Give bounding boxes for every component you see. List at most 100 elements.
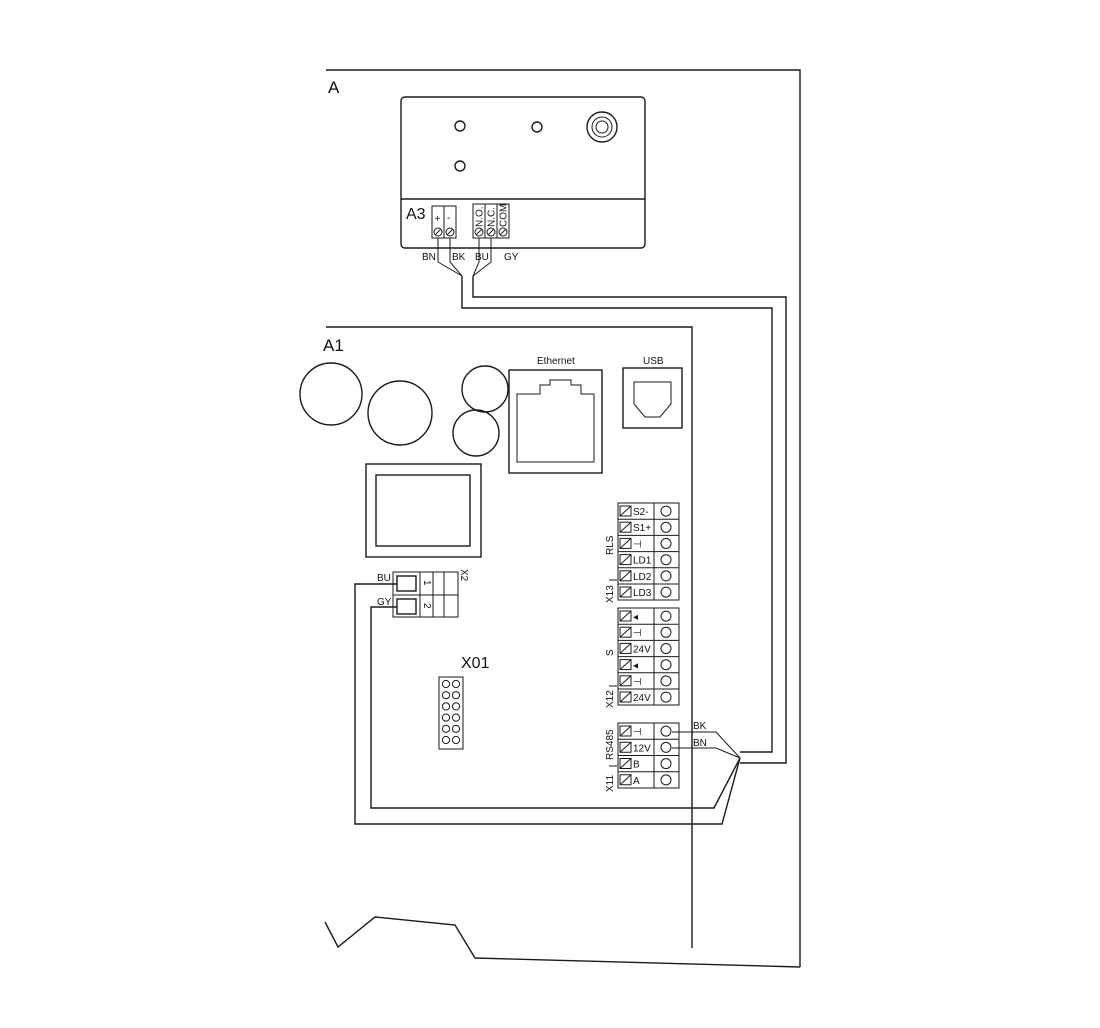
terminal-screw-icon — [660, 554, 672, 566]
a3-terminal-minus: - — [447, 213, 450, 224]
x12-label: X12 — [605, 690, 616, 708]
rs485-wire-bn: BN — [693, 738, 707, 749]
rs485-rows: ⊣ 12V BA — [618, 725, 679, 787]
terminal-screw-icon — [660, 774, 672, 786]
rj45-socket-icon — [516, 379, 595, 463]
header-pin-icon — [441, 713, 451, 722]
header-pin-icon — [451, 702, 461, 711]
rls-terminal-label: LD3 — [633, 588, 652, 599]
screw-clamp-icon — [619, 610, 632, 622]
terminal-screw-icon — [660, 741, 672, 753]
capacitor-icon — [367, 380, 433, 446]
screw-clamp-icon — [619, 570, 632, 582]
header-pin-icon — [451, 713, 461, 722]
a3-terminal-com: COM — [499, 204, 510, 227]
header-x01: X01 — [438, 655, 490, 750]
cable-x2-to-rs485 — [354, 583, 741, 825]
screw-clamp-icon — [619, 774, 632, 786]
wire-label-bn: BN — [422, 252, 436, 263]
rs485-terminal-label: B — [633, 760, 640, 771]
rs485-terminal-label: 12V — [633, 743, 651, 754]
rls-label: RLS — [605, 535, 616, 555]
wire-label-bk: BK — [452, 252, 466, 263]
connector-x2: 1 2 X2 BU GY — [377, 569, 469, 618]
led-indicator-icon — [454, 160, 466, 172]
terminal-screw-icon — [660, 505, 672, 517]
s-terminal-label: ◂ — [633, 661, 638, 672]
led-indicator-icon — [531, 121, 543, 133]
screw-clamp-icon — [619, 626, 632, 638]
s-terminal-label: 24V — [633, 693, 651, 704]
terminal-screw-icon — [660, 570, 672, 582]
x2-wire-bu: BU — [377, 573, 391, 584]
usb-b-socket-icon — [633, 381, 672, 418]
a3-terminal-no: N.O. — [475, 206, 486, 227]
terminal-screw-icon — [660, 758, 672, 770]
s-terminal-label: ◂ — [633, 612, 638, 623]
a3-relay-terminal-block: N.O. N.C. COM — [472, 203, 510, 239]
a3-power-terminal-block: + - — [431, 205, 457, 239]
terminal-screw-icon — [660, 659, 672, 671]
usb-label: USB — [643, 356, 664, 367]
header-pin-icon — [451, 691, 461, 700]
header-pin-icon — [441, 735, 451, 745]
usb-port-outline — [622, 367, 683, 429]
screw-clamp-icon — [619, 741, 632, 753]
terminal-screw-icon — [660, 626, 672, 638]
board-a1: A 1 Ethernet USB — [299, 326, 741, 948]
x2-pin-1: 1 — [421, 580, 432, 586]
wire-label-bu: BU — [475, 252, 489, 263]
x2-label: X2 — [458, 569, 469, 582]
screw-clamp-icon — [619, 642, 632, 654]
capacitor-icon — [461, 365, 509, 413]
usb-port: USB — [622, 356, 683, 429]
s-terminal-label: ⊣ — [633, 628, 642, 639]
terminal-screw-icon — [660, 610, 672, 622]
capacitor-icon — [299, 362, 363, 426]
capacitor-icon — [452, 409, 500, 457]
screw-clamp-icon — [619, 659, 632, 671]
buzzer-icon — [586, 111, 618, 143]
header-pin-icon — [451, 679, 461, 689]
enclosure-a: A — [324, 69, 801, 968]
screw-clamp-icon — [619, 521, 632, 533]
s-rows: ◂ ⊣ 24V ◂ ⊣ 24V — [618, 610, 679, 704]
screw-clamp-icon — [619, 505, 632, 517]
rs485-terminal-label: ⊣ — [633, 727, 642, 738]
a3-housing — [400, 96, 646, 249]
a3-terminal-nc: N.C. — [487, 207, 498, 227]
header-pin-icon — [441, 702, 451, 711]
screw-clamp-icon — [619, 675, 632, 687]
s-terminal-label: 24V — [633, 644, 651, 655]
rls-terminal-label: LD1 — [633, 556, 652, 567]
a3-wire-stubs: BN BK BU GY — [422, 238, 519, 277]
terminal-screw-icon — [660, 643, 672, 654]
ethernet-label: Ethernet — [537, 356, 575, 367]
screw-clamp-icon — [619, 691, 632, 703]
x13-label: X13 — [605, 585, 616, 603]
header-pin-icon — [451, 724, 461, 733]
screw-clamp-icon — [619, 586, 632, 598]
terminal-screw-icon — [660, 586, 672, 598]
rls-terminal-label: S1+ — [633, 523, 651, 534]
screw-clamp-icon — [619, 537, 632, 549]
ethernet-port-outline — [508, 369, 603, 474]
rs485-terminal-label: A — [633, 776, 640, 787]
enclosure-a-label: A — [328, 78, 340, 97]
header-pin-icon — [441, 691, 451, 700]
ethernet-port: Ethernet — [508, 356, 603, 474]
header-pin-icon — [441, 679, 451, 689]
screw-clamp-icon — [619, 725, 632, 737]
terminal-screw-icon — [660, 675, 672, 687]
s-terminal-label: ⊣ — [633, 677, 642, 688]
cable-a3-to-rs485 — [461, 276, 787, 764]
terminal-screw-icon — [660, 691, 672, 703]
terminal-screw-icon — [660, 538, 672, 549]
screw-clamp-icon — [619, 758, 632, 769]
header-pin-icon — [451, 735, 461, 745]
transformer-block — [365, 463, 482, 558]
